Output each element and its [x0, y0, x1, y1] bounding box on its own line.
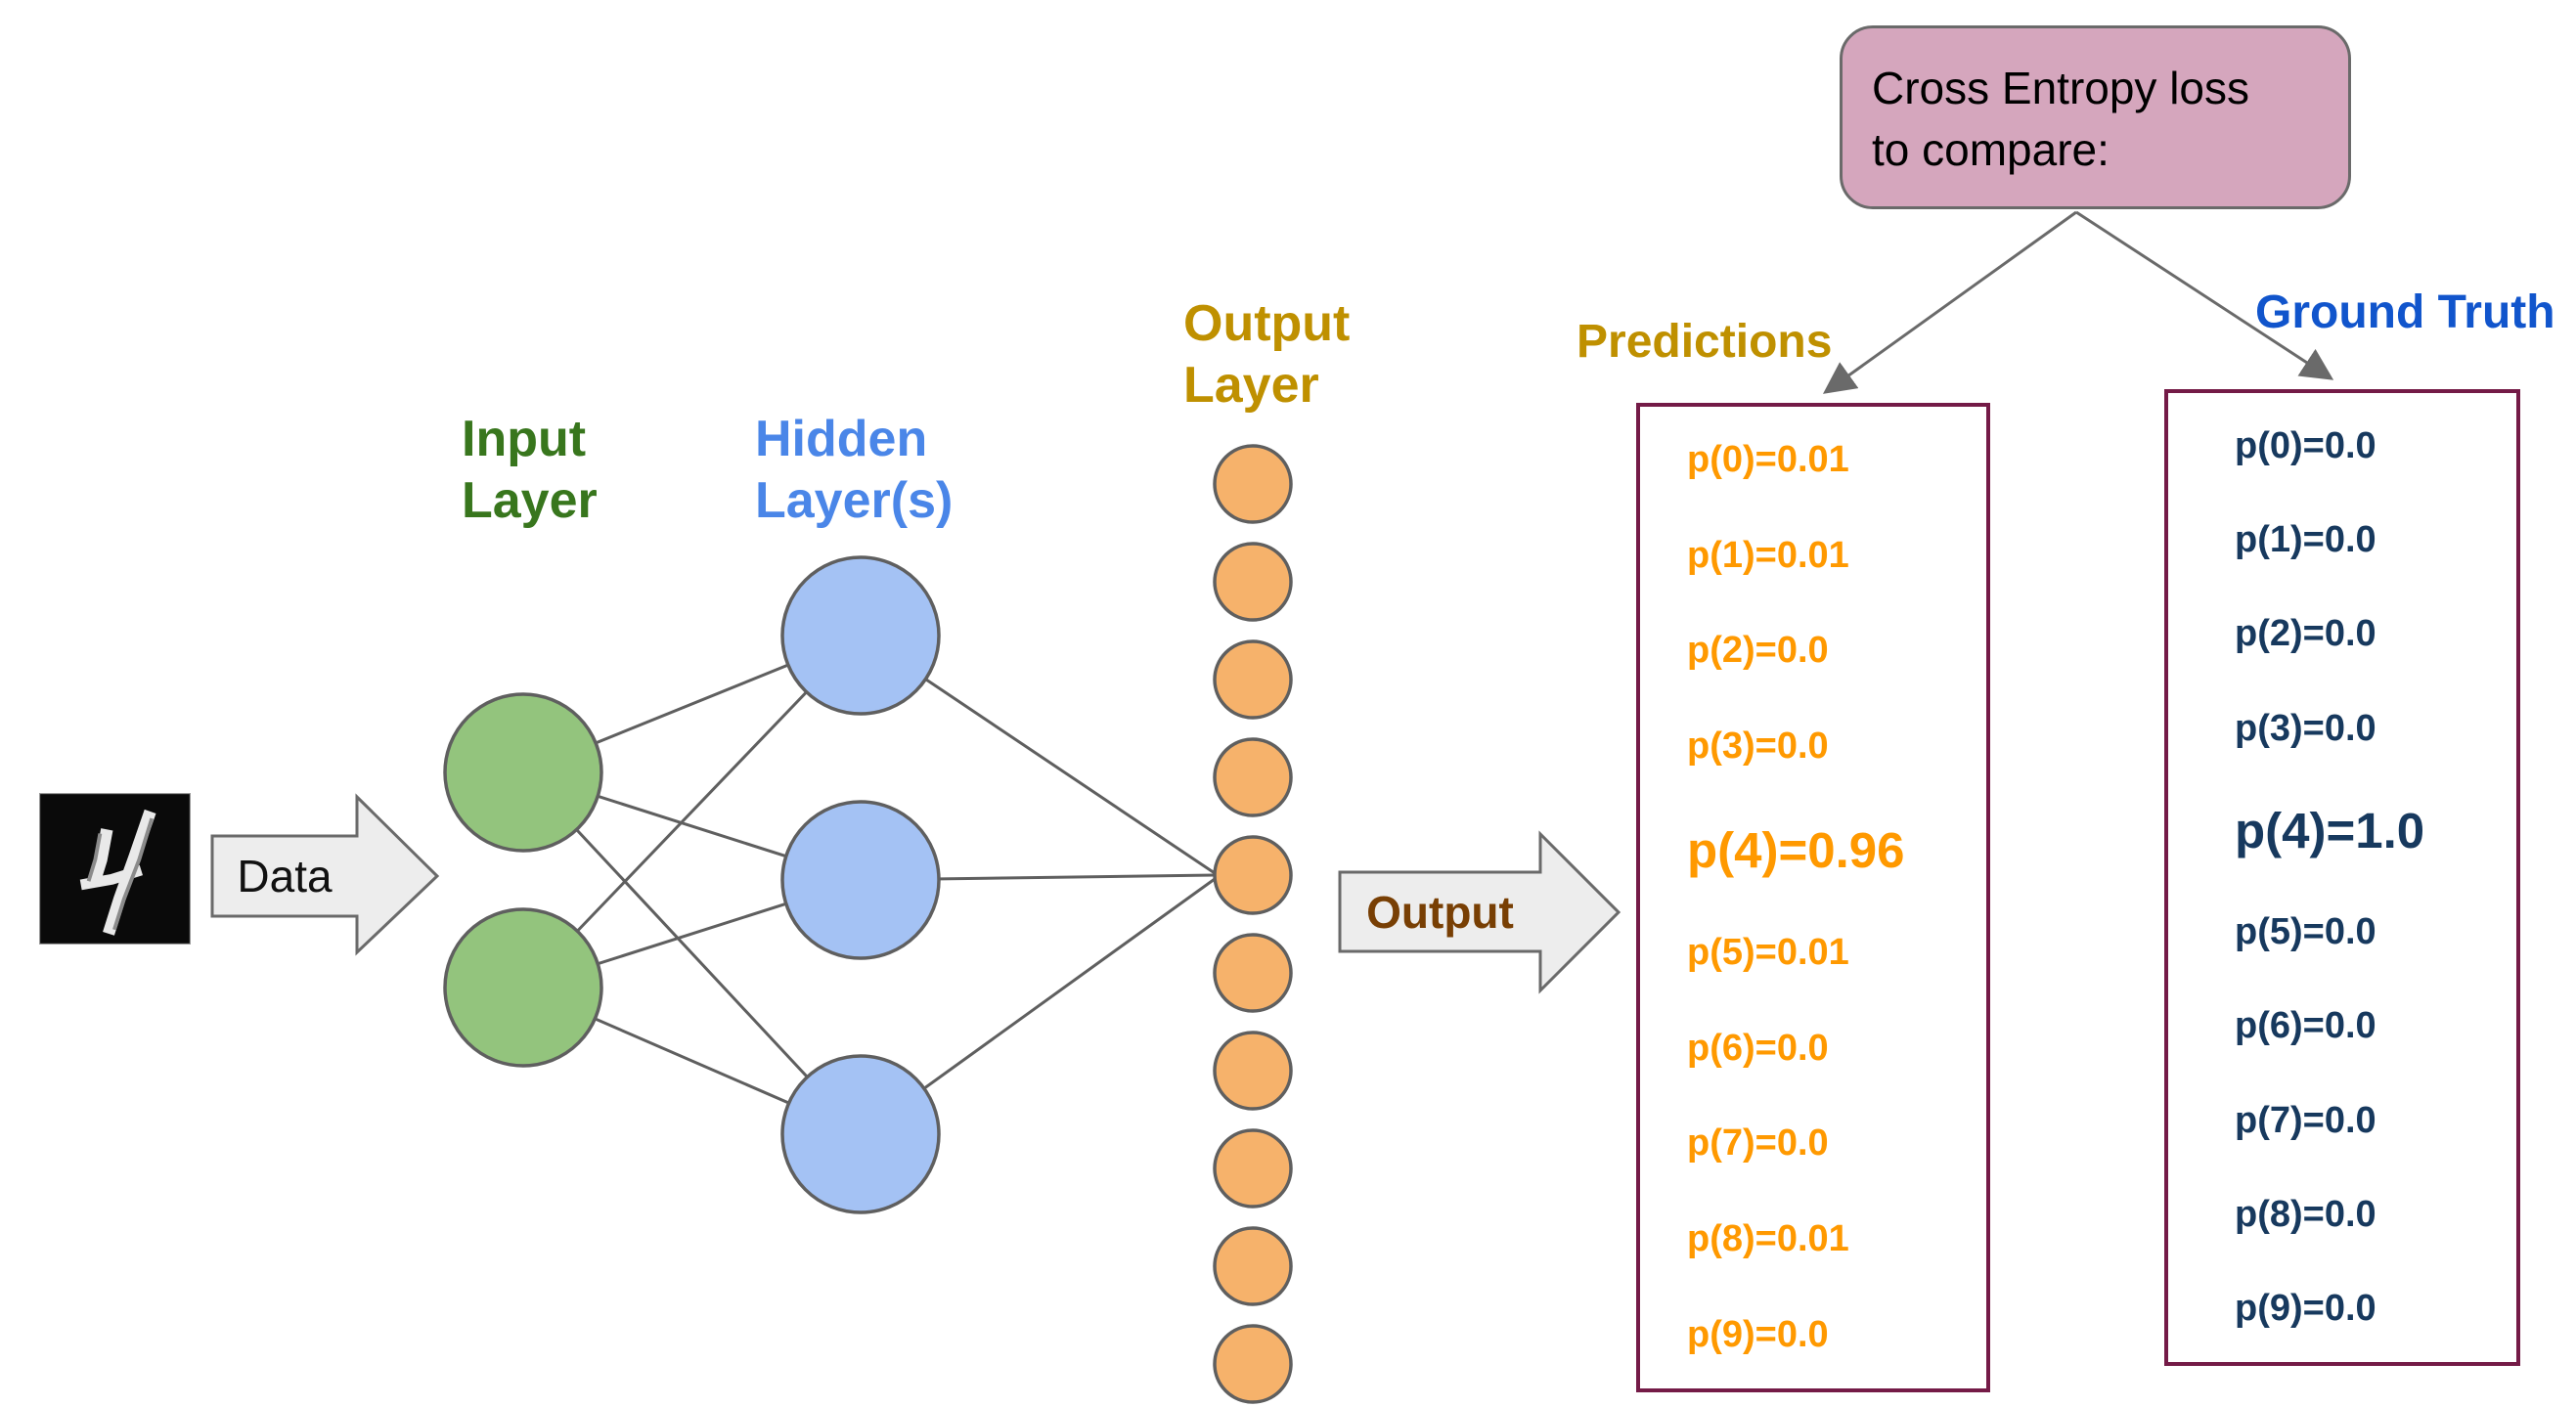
data-arrow-label: Data [237, 851, 333, 901]
cross-entropy-loss-box: Cross Entropy loss to compare: [1840, 25, 2351, 209]
ground-truth-row: p(8)=0.0 [2235, 1194, 2376, 1236]
prediction-row: p(2)=0.0 [1687, 630, 1829, 672]
prediction-row: p(4)=0.96 [1687, 821, 1905, 878]
predictions-title: Predictions [1577, 316, 1833, 368]
ground-truth-row: p(4)=1.0 [2235, 802, 2425, 858]
ground-truth-row: p(2)=0.0 [2235, 613, 2376, 655]
prediction-row: p(3)=0.0 [1687, 725, 1829, 768]
prediction-row: p(5)=0.01 [1687, 932, 1849, 974]
prediction-row: p(6)=0.0 [1687, 1027, 1829, 1069]
hidden-layer-label: Hidden Layer(s) [755, 411, 954, 530]
output-arrow [1338, 830, 1621, 994]
predictions-box: p(0)=0.01 p(1)=0.01 p(2)=0.0 p(3)=0.0 p(4)=0… [1636, 403, 1990, 1392]
data-arrow [210, 793, 440, 956]
ground-truth-row: p(5)=0.0 [2235, 911, 2376, 953]
prediction-row: p(9)=0.0 [1687, 1313, 1829, 1355]
ground-truth-box: p(0)=0.0 p(1)=0.0 p(2)=0.0 p(3)=0.0 p(4)=1.0… [2164, 389, 2520, 1366]
prediction-row: p(8)=0.01 [1687, 1218, 1849, 1260]
prediction-row: p(0)=0.01 [1687, 439, 1849, 481]
hidden-layer-nodes [780, 555, 941, 1214]
ground-truth-title: Ground Truth [2255, 286, 2555, 338]
ground-truth-row: p(9)=0.0 [2235, 1288, 2376, 1330]
prediction-row: p(7)=0.0 [1687, 1122, 1829, 1165]
ground-truth-row: p(3)=0.0 [2235, 707, 2376, 749]
ground-truth-row: p(7)=0.0 [2235, 1099, 2376, 1141]
output-layer-label: Output Layer [1183, 295, 1351, 415]
output-arrow-label: Output [1366, 886, 1514, 938]
ground-truth-row: p(1)=0.0 [2235, 518, 2376, 560]
ground-truth-row: p(6)=0.0 [2235, 1005, 2376, 1047]
prediction-row: p(1)=0.01 [1687, 534, 1849, 576]
loss-connector-arrows [1822, 210, 2334, 394]
ground-truth-row: p(0)=0.0 [2235, 424, 2376, 466]
digit-image [39, 793, 191, 945]
input-layer-label: Input Layer [462, 411, 598, 530]
input-layer-nodes [443, 692, 603, 1068]
output-layer-nodes [1213, 444, 1293, 1404]
